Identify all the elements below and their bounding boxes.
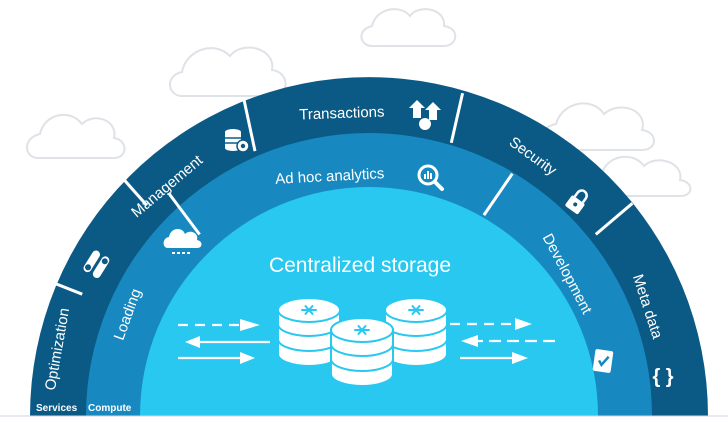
curly-braces-icon: { }	[652, 366, 673, 388]
transactions-label: Transactions	[299, 104, 385, 124]
centralized-storage-title: Centralized storage	[269, 254, 451, 277]
outer-separators	[36, 92, 634, 296]
snowflake-icon	[408, 305, 424, 315]
services-label: Services	[36, 403, 78, 414]
cloud-icon	[26, 114, 126, 159]
database-disk	[384, 297, 448, 367]
snowflake-icon	[354, 325, 370, 335]
exchange-arrows-icon	[409, 100, 441, 130]
svg-text:{ }: { }	[652, 366, 673, 388]
magnifier-chart-icon	[417, 164, 444, 191]
toggle-switches-icon	[83, 250, 110, 278]
cloud-icon	[169, 46, 287, 97]
checklist-icon	[592, 349, 614, 373]
base-strip	[0, 416, 728, 422]
database-disk	[330, 317, 394, 387]
snowflake-icon	[301, 305, 317, 315]
snowflake-database-icon	[277, 297, 448, 387]
ad-hoc-analytics-label: Ad hoc analytics	[275, 165, 385, 188]
right-data-arrows	[450, 318, 555, 364]
lock-icon	[565, 189, 588, 214]
inner-separators	[167, 172, 514, 236]
left-data-arrows	[178, 319, 270, 364]
cloud-upload-icon	[163, 228, 202, 254]
database-gear-icon	[225, 129, 250, 153]
compute-label: Compute	[88, 403, 132, 414]
cloud-icon	[360, 8, 457, 47]
